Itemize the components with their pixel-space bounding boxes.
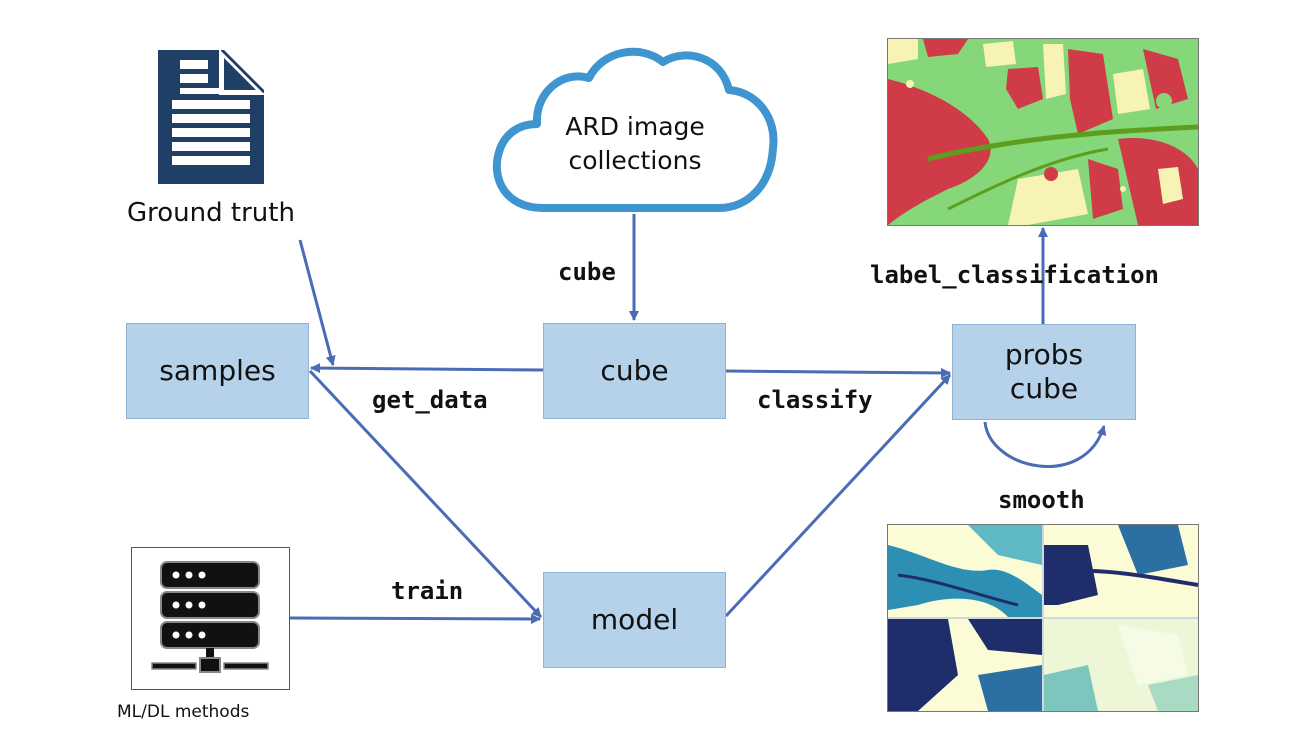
- ml-dl-methods-label: ML/DL methods: [117, 702, 250, 722]
- model-node-label: model: [590, 603, 679, 637]
- arrow-cube-to-samples: [310, 363, 544, 374]
- cube-node: cube: [543, 323, 726, 419]
- probability-map-4: [1044, 619, 1198, 711]
- get-data-function-label: get_data: [372, 386, 488, 414]
- cloud-label-line1: ARD image: [565, 112, 705, 141]
- arrow-server-to-model: [289, 613, 541, 624]
- probability-maps-image: [887, 524, 1199, 712]
- cube-function-label: cube: [558, 258, 616, 286]
- probability-map-1: [888, 525, 1042, 617]
- ground-truth-label: Ground truth: [127, 198, 295, 228]
- document-icon: [158, 50, 264, 184]
- cloud-icon: [492, 47, 778, 212]
- cloud-label: ARD image collections: [545, 110, 725, 178]
- smooth-function-label: smooth: [998, 486, 1085, 514]
- probability-map-2: [1043, 525, 1198, 617]
- arrow-smooth-loop: [983, 421, 1107, 468]
- probs-cube-label-line2: cube: [1009, 372, 1079, 405]
- cube-node-label: cube: [600, 354, 669, 388]
- probability-map-3: [888, 619, 1042, 711]
- arrow-model-to-probs: [724, 373, 952, 618]
- samples-node: samples: [126, 323, 309, 419]
- samples-node-label: samples: [159, 354, 276, 388]
- train-function-label: train: [391, 577, 464, 605]
- cloud-label-line2: collections: [568, 146, 702, 175]
- arrow-ground-truth-to-samples: [298, 239, 336, 366]
- classify-function-label: classify: [757, 386, 873, 414]
- arrow-cube-to-probs: [725, 367, 951, 378]
- probs-cube-node: probs cube: [952, 324, 1136, 420]
- classified-map-image: [887, 38, 1199, 226]
- probs-cube-label-line1: probs: [1004, 338, 1084, 372]
- server-icon-frame: [131, 547, 290, 690]
- server-icon: [151, 561, 269, 673]
- arrow-samples-to-model: [308, 369, 543, 619]
- model-node: model: [543, 572, 726, 668]
- label-classification-function-label: label_classification: [870, 261, 1159, 289]
